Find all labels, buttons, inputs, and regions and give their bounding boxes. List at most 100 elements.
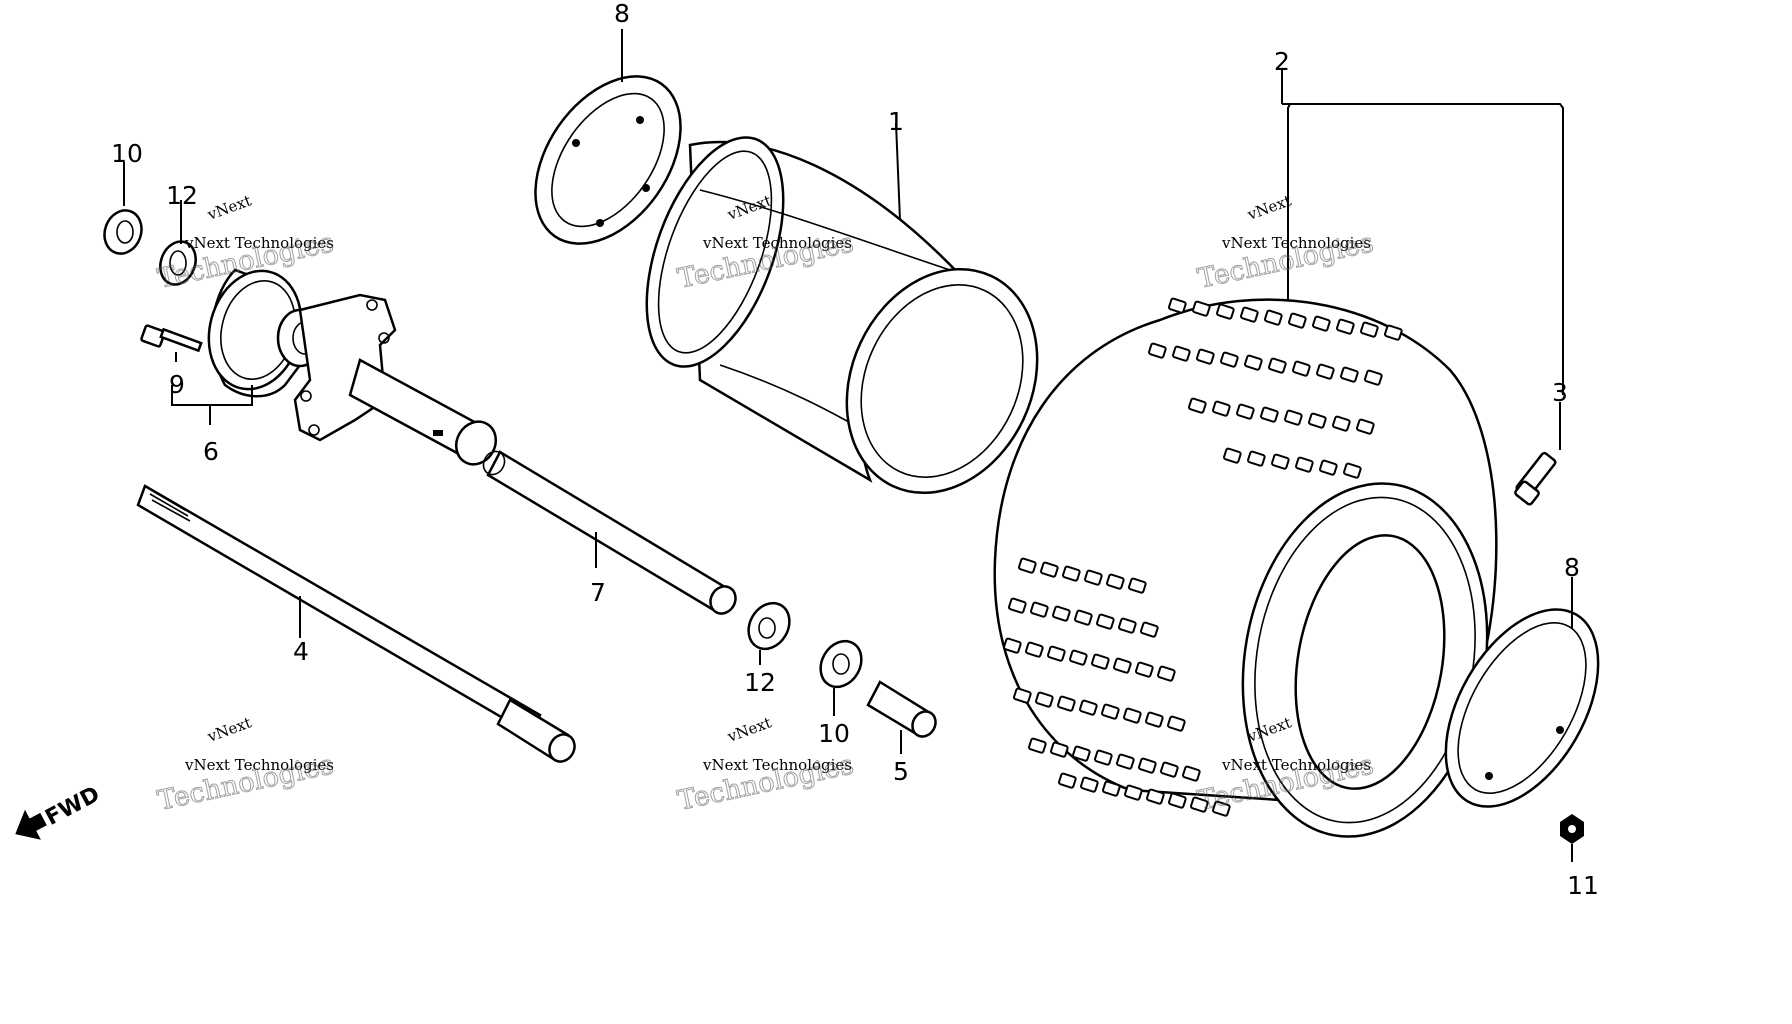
tread-block bbox=[1212, 800, 1231, 817]
tread-block bbox=[1145, 711, 1164, 728]
watermark-small-text: vNext Technologies bbox=[702, 756, 852, 774]
tread-block bbox=[1058, 772, 1077, 789]
tread-block bbox=[1138, 757, 1157, 774]
callout-8-upper: 8 bbox=[614, 0, 630, 28]
callout-4: 4 bbox=[293, 637, 309, 666]
tread-block bbox=[1336, 318, 1355, 335]
part-3-valve-stem bbox=[1514, 451, 1557, 506]
tread-block bbox=[1356, 418, 1375, 435]
tread-block bbox=[1236, 403, 1255, 420]
watermark-brand: vNext bbox=[204, 191, 253, 224]
tread-block bbox=[1069, 649, 1088, 666]
callout-3: 3 bbox=[1552, 378, 1568, 407]
tread-block bbox=[1340, 366, 1359, 383]
tread-block bbox=[1364, 369, 1383, 386]
tread-block bbox=[1079, 699, 1098, 716]
watermark-small-text: vNext Technologies bbox=[184, 756, 334, 774]
part-8-upper-plate bbox=[534, 75, 682, 245]
tread-block bbox=[1003, 637, 1022, 654]
tread-block bbox=[1188, 397, 1207, 414]
tread-block bbox=[1167, 715, 1186, 732]
callout-2: 2 bbox=[1274, 47, 1290, 76]
tread-block bbox=[1140, 621, 1159, 638]
tread-block bbox=[1040, 561, 1059, 578]
tread-block bbox=[1196, 348, 1215, 365]
callout-10-lower: 10 bbox=[818, 719, 850, 748]
tread-block bbox=[1360, 321, 1379, 338]
tread-block bbox=[1072, 745, 1091, 762]
tread-block bbox=[1288, 312, 1307, 329]
tread-block bbox=[1035, 691, 1054, 708]
tread-block bbox=[1168, 297, 1187, 314]
fwd-arrow-icon bbox=[15, 809, 47, 840]
tread-block bbox=[1292, 360, 1311, 377]
tread-block bbox=[1240, 306, 1259, 323]
tire-tread-blocks bbox=[1003, 297, 1403, 817]
tread-block bbox=[1319, 459, 1338, 476]
watermark-brand: vNext bbox=[1244, 191, 1293, 224]
tread-block bbox=[1128, 577, 1147, 594]
tread-block bbox=[1295, 456, 1314, 473]
tread-block bbox=[1316, 363, 1335, 380]
part-11-nut bbox=[1560, 814, 1584, 844]
tread-block bbox=[1223, 447, 1242, 464]
tread-block bbox=[1028, 737, 1047, 754]
part-7-collar-tube bbox=[482, 450, 737, 615]
tread-block bbox=[1123, 707, 1142, 724]
tread-block bbox=[1080, 776, 1099, 793]
tread-block bbox=[1135, 661, 1154, 678]
watermark-brand: vNext bbox=[204, 713, 253, 746]
part-6-hub-assembly bbox=[207, 268, 498, 466]
tread-block bbox=[1216, 303, 1235, 320]
part-1-rim bbox=[645, 136, 1039, 495]
tread-block bbox=[1384, 324, 1403, 341]
tread-block bbox=[1074, 609, 1093, 626]
tread-block bbox=[1113, 657, 1132, 674]
tread-block bbox=[1343, 462, 1362, 479]
tread-block bbox=[1124, 784, 1143, 801]
watermark-4: vNext vNext Technologies Technologies bbox=[155, 713, 337, 817]
tread-block bbox=[1102, 780, 1121, 797]
callout-1: 1 bbox=[888, 107, 904, 136]
tread-block bbox=[1190, 796, 1209, 813]
tread-block bbox=[1050, 741, 1069, 758]
callout-10-upper: 10 bbox=[111, 139, 143, 168]
callout-7: 7 bbox=[590, 578, 606, 607]
tread-block bbox=[1172, 345, 1191, 362]
tread-block bbox=[1025, 641, 1044, 658]
callout-12-lower: 12 bbox=[744, 668, 776, 697]
tread-block bbox=[1220, 351, 1239, 368]
part-8-lower-plate bbox=[1444, 608, 1600, 808]
part-2-tire bbox=[993, 297, 1498, 838]
part-10-lower-nut bbox=[819, 639, 863, 689]
tread-block bbox=[1116, 753, 1135, 770]
tread-block bbox=[1192, 300, 1211, 317]
tread-block bbox=[1264, 309, 1283, 326]
tread-block bbox=[1146, 788, 1165, 805]
tread-block bbox=[1244, 354, 1263, 371]
tread-block bbox=[1094, 749, 1113, 766]
tread-block bbox=[1047, 645, 1066, 662]
part-12-lower-bearing bbox=[747, 601, 791, 651]
watermark-brand: vNext bbox=[724, 713, 773, 746]
part-4-axle bbox=[136, 484, 576, 763]
tread-block bbox=[1091, 653, 1110, 670]
tread-block bbox=[1057, 695, 1076, 712]
tread-block bbox=[1160, 761, 1179, 778]
tread-block bbox=[1260, 406, 1279, 423]
tread-block bbox=[1148, 342, 1167, 359]
tread-block bbox=[1052, 605, 1071, 622]
watermark-small-text: vNext Technologies bbox=[1221, 756, 1371, 774]
callout-6: 6 bbox=[203, 437, 219, 466]
watermark-small-text: vNext Technologies bbox=[1221, 234, 1371, 252]
tread-block bbox=[1182, 765, 1201, 782]
tread-block bbox=[1084, 569, 1103, 586]
part-5-spacer bbox=[866, 680, 937, 738]
tread-block bbox=[1018, 557, 1037, 574]
watermark-small-text: vNext Technologies bbox=[702, 234, 852, 252]
callout-9: 9 bbox=[169, 370, 185, 399]
tread-block bbox=[1271, 453, 1290, 470]
watermark-3: vNext vNext Technologies Technologies bbox=[1195, 191, 1377, 295]
tread-block bbox=[1268, 357, 1287, 374]
